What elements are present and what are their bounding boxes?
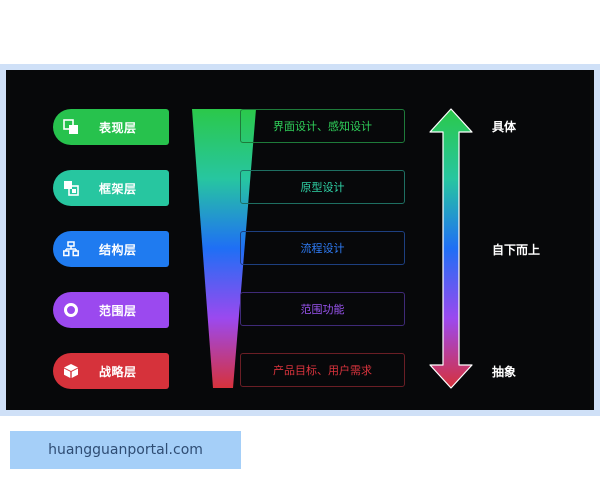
description-text: 产品目标、用户需求 [273, 364, 372, 377]
description-text: 范围功能 [300, 303, 345, 316]
watermark-text: huangguanportal.com [48, 442, 203, 458]
axis-middle-label: 自下而上 [492, 243, 541, 257]
layer-label: 结构层 [99, 242, 137, 257]
layer-label: 框架层 [99, 181, 137, 196]
layer-strategy: 战略层 [53, 353, 169, 389]
layer-scope: 范围层 [53, 292, 169, 328]
layer-presentation: 表现层 [53, 109, 169, 145]
description-text: 界面设计、感知设计 [273, 120, 372, 133]
hierarchy-icon [63, 241, 79, 257]
axis-top-label: 具体 [492, 120, 517, 134]
ring-icon [63, 302, 79, 318]
description-box: 流程设计 [240, 231, 405, 265]
cube-icon [63, 363, 79, 379]
description-box: 产品目标、用户需求 [240, 353, 405, 387]
overlapping-squares-icon [63, 119, 79, 135]
description-text: 流程设计 [300, 242, 345, 255]
watermark: huangguanportal.com [10, 431, 241, 469]
layer-structure: 结构层 [53, 231, 169, 267]
description-box: 界面设计、感知设计 [240, 109, 405, 143]
description-text: 原型设计 [300, 181, 345, 194]
frame-blocks-icon [63, 180, 79, 196]
description-box: 范围功能 [240, 292, 405, 326]
layer-label: 战略层 [99, 364, 137, 379]
description-box: 原型设计 [240, 170, 405, 204]
layer-skeleton: 框架层 [53, 170, 169, 206]
layer-label: 范围层 [99, 303, 137, 318]
axis-bottom-label: 抽象 [492, 365, 517, 379]
layer-label: 表现层 [99, 120, 137, 135]
